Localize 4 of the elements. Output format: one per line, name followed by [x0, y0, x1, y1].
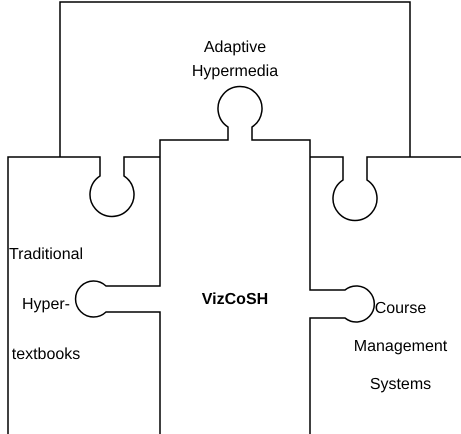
piece-label: Course Management Systems [354, 299, 448, 395]
piece-label: Traditional Hyper- textbooks [8, 245, 84, 365]
piece-label: VizCoSH [202, 290, 268, 310]
piece-label: Adaptive Hypermedia [192, 38, 278, 82]
